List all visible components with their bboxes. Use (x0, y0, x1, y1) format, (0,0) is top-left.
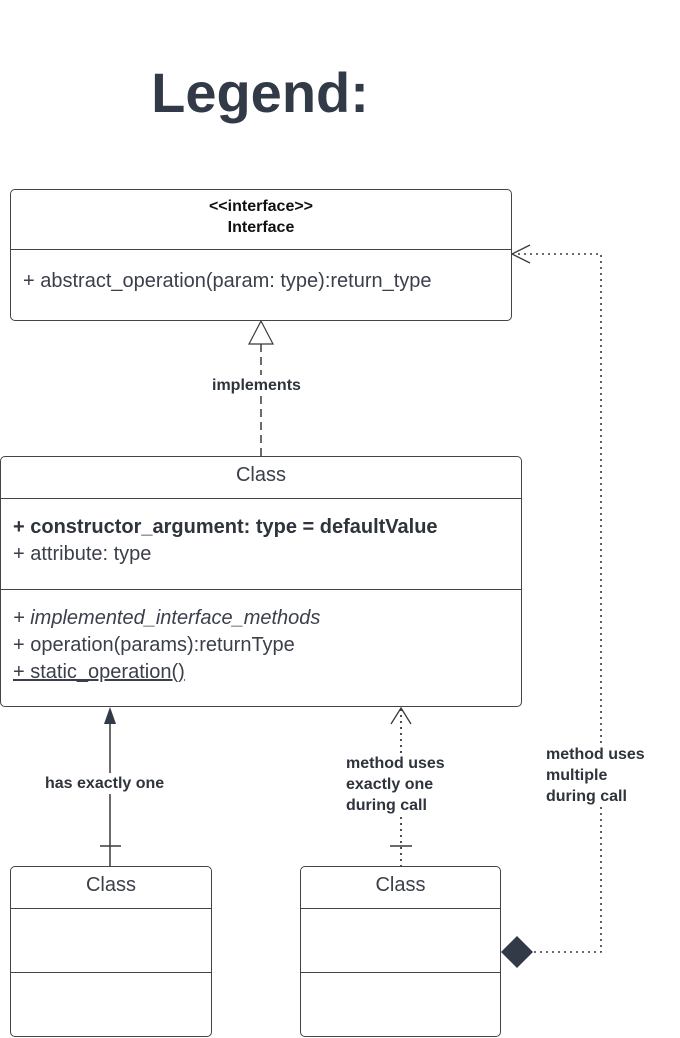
uses-multiple-label-line-1: method uses (546, 746, 645, 763)
right-class-name: Class (375, 874, 426, 896)
main-class-divider-2 (1, 589, 521, 590)
implements-label: implements (210, 375, 303, 396)
left-class-name: Class (85, 874, 136, 896)
implements-arrowhead (248, 319, 274, 345)
right-class-divider-1 (301, 908, 500, 909)
uses-multiple-label-line-3: during call (546, 788, 627, 805)
uses-one-label-line-3: during call (346, 797, 427, 814)
main-class-divider-1 (1, 498, 521, 499)
main-class-name: Class (235, 464, 286, 486)
interface-operation: + abstract_operation(param: type):return… (23, 270, 432, 292)
uses-one-label-line-1: method uses (346, 755, 445, 772)
aggregation-diamond (501, 936, 533, 968)
interface-box[interactable]: <<interface>> Interface + abstract_opera… (10, 189, 512, 321)
uses-one-label-line-2: exactly one (346, 776, 434, 793)
left-class-box[interactable]: Class (10, 866, 212, 1037)
main-class-box[interactable]: Class + constructor_argument: type = def… (0, 456, 522, 707)
class-operation: + operation(params):returnType (13, 634, 295, 656)
uses-multiple-label: method uses multiple during call (546, 744, 645, 807)
class-attribute: + attribute: type (13, 543, 152, 565)
static-operation: + static_operation() (13, 661, 185, 683)
uses-one-arrowhead (390, 706, 412, 725)
interface-stereotype: <<interface>> (208, 198, 314, 215)
constructor-argument: + constructor_argument: type = defaultVa… (13, 516, 438, 538)
has-one-label: has exactly one (43, 773, 167, 794)
uses-multiple-label-line-2: multiple (546, 767, 608, 784)
interface-name: Interface (227, 219, 295, 236)
interface-divider (11, 249, 511, 250)
left-class-divider-1 (11, 908, 211, 909)
uses-one-label: method uses exactly one during call (346, 753, 445, 816)
left-class-divider-2 (11, 972, 211, 973)
uses-multiple-line (514, 253, 602, 953)
right-class-box[interactable]: Class (300, 866, 501, 1037)
uses-multiple-arrowhead (510, 244, 531, 264)
has-one-arrowhead (104, 707, 116, 724)
implemented-interface-methods: + implemented_interface_methods (13, 607, 321, 629)
legend-title: Legend: (151, 61, 369, 124)
right-class-divider-2 (301, 972, 500, 973)
